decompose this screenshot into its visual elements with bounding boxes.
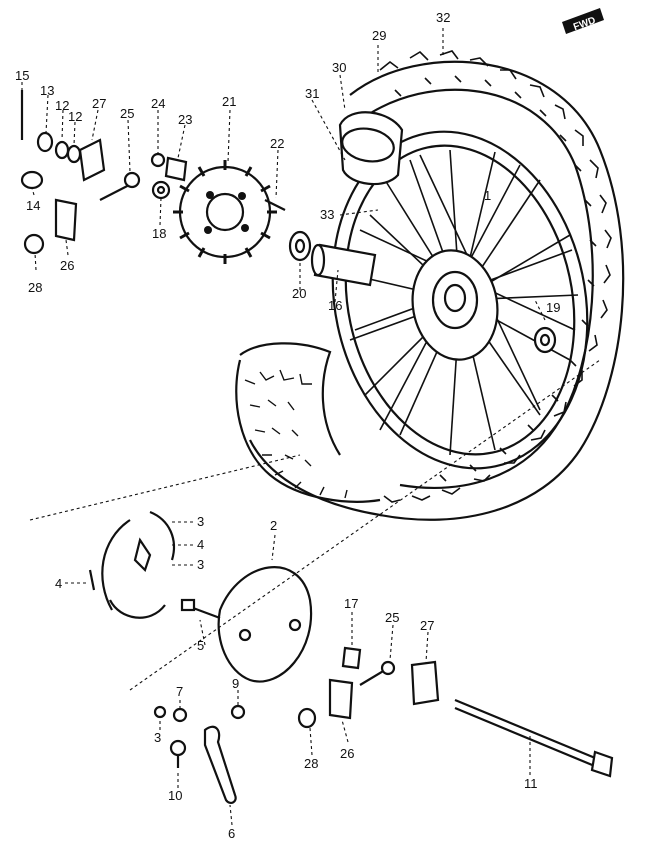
sprocket-bracket-part — [164, 156, 188, 182]
callout-3b: 3 — [197, 557, 204, 572]
callout-23: 23 — [178, 112, 192, 127]
callout-4a: 4 — [197, 537, 204, 552]
callout-11: 11 — [524, 776, 538, 791]
lower-adjuster-plate-part — [410, 660, 440, 706]
callout-12b: 12 — [68, 109, 82, 124]
callout-18: 18 — [152, 226, 166, 241]
callout-24: 24 — [151, 96, 165, 111]
callout-22: 22 — [270, 136, 284, 151]
callout-32: 32 — [436, 10, 450, 25]
brake-panel-part — [217, 566, 313, 683]
callout-3a: 3 — [197, 514, 204, 529]
wheel-bearing-part — [288, 230, 312, 262]
lower-spacer-part — [341, 646, 362, 670]
lower-adjuster-bolt-part — [359, 660, 396, 686]
callout-12a: 12 — [55, 98, 69, 113]
lower-axle-cap-part — [297, 707, 317, 729]
callout-26a: 26 — [60, 258, 74, 273]
brake-shoe-part — [101, 510, 176, 619]
callout-10: 10 — [168, 788, 182, 803]
wheel-hub — [411, 249, 499, 361]
rim-band-part — [338, 111, 404, 186]
callout-27b: 27 — [420, 618, 434, 633]
sprocket-bolt-part — [264, 199, 286, 211]
callout-28b: 28 — [304, 756, 318, 771]
callout-15: 15 — [15, 68, 29, 83]
rear-tire — [235, 50, 625, 521]
washer-part — [151, 180, 171, 200]
callout-14: 14 — [26, 198, 40, 213]
lower-chain-plate-part — [328, 678, 354, 720]
brake-spring-part — [88, 569, 96, 591]
cam-washer-part — [172, 707, 188, 723]
callout-33: 33 — [320, 207, 334, 222]
callout-1: 1 — [484, 188, 491, 203]
callout-17: 17 — [344, 596, 358, 611]
lever-washer-part — [230, 704, 246, 720]
callout-6: 6 — [228, 826, 235, 841]
callout-3c: 3 — [154, 730, 161, 745]
callout-2: 2 — [270, 518, 277, 533]
callout-13: 13 — [40, 83, 54, 98]
axle-nut-part — [20, 170, 44, 190]
callout-16: 16 — [328, 298, 342, 313]
callout-25a: 25 — [120, 106, 134, 121]
callout-28a: 28 — [28, 280, 42, 295]
wheel-rim — [331, 130, 589, 470]
right-bearing-part — [533, 326, 557, 354]
callout-9: 9 — [232, 676, 239, 691]
callout-31: 31 — [305, 86, 319, 101]
callout-29: 29 — [372, 28, 386, 43]
small-nut-part — [153, 705, 167, 719]
callout-27a: 27 — [92, 96, 106, 111]
callout-25b: 25 — [385, 610, 399, 625]
lever-bolt-part — [169, 739, 187, 768]
callout-20: 20 — [292, 286, 306, 301]
chain-adjuster-plate-part — [54, 198, 78, 242]
callout-5: 5 — [197, 638, 204, 653]
rear-axle-part — [454, 698, 614, 778]
nut-part — [150, 152, 166, 168]
callout-21: 21 — [222, 94, 236, 109]
axle-cap-part — [23, 233, 45, 255]
callout-7: 7 — [176, 684, 183, 699]
hub-spacer-part — [310, 243, 377, 287]
callout-labels: 32 29 30 31 33 20 16 19 1 15 13 12 12 27… — [15, 10, 560, 841]
callout-4b: 4 — [55, 576, 62, 591]
chain-adjuster-bolt-part — [99, 171, 141, 201]
callout-30: 30 — [332, 60, 346, 75]
tire-tread — [379, 50, 612, 503]
callout-19: 19 — [546, 300, 560, 315]
leader-lines — [21, 28, 546, 826]
small-washers-part — [36, 131, 82, 164]
assembly-axis-lines — [29, 359, 601, 691]
callout-26b: 26 — [340, 746, 354, 761]
rear-sprocket — [173, 160, 277, 264]
cam-lever-part — [203, 725, 237, 804]
brake-cam-part — [180, 598, 221, 620]
adjuster-plate-part — [78, 138, 106, 182]
fwd-direction-badge: FWD — [562, 8, 604, 34]
